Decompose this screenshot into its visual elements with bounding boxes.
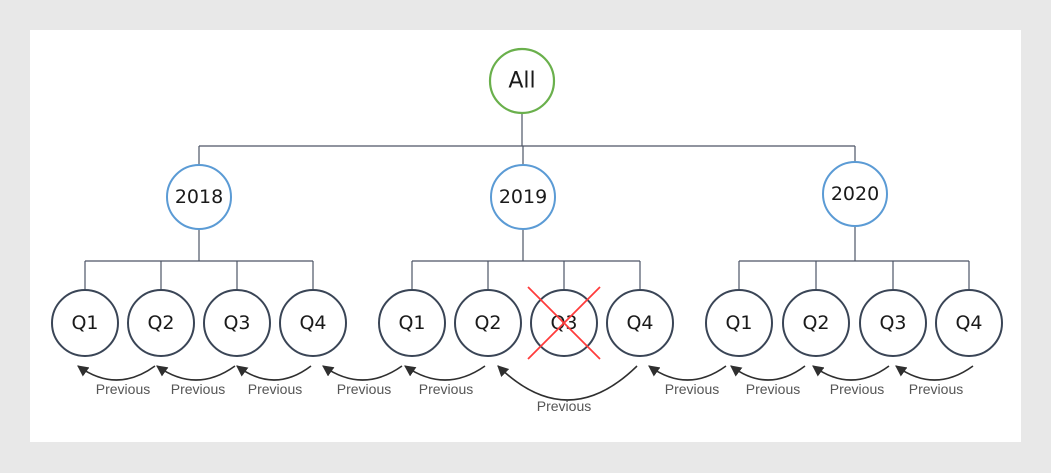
quarter-node-2018-Q1-circle (51, 289, 119, 357)
quarter-node-2019-Q1-circle (378, 289, 446, 357)
previous-arrow (156, 365, 236, 381)
previous-label: Previous (337, 381, 391, 397)
diagram-canvas: All2018Q1Q2Q3Q42019Q1Q2Q3Q42020Q1Q2Q3Q4 … (30, 30, 1021, 442)
root-node-circle (488, 47, 556, 115)
quarter-node-2019-Q4-label: Q4 (626, 312, 653, 334)
year-node-2018-label: 2018 (175, 186, 223, 208)
year-node-2019-label: 2019 (499, 186, 547, 208)
hierarchy-diagram: All2018Q1Q2Q3Q42019Q1Q2Q3Q42020Q1Q2Q3Q4 … (51, 47, 1003, 414)
previous-label: Previous (746, 381, 800, 397)
quarter-node-2018-Q2-circle (127, 289, 195, 357)
connector-lines (84, 113, 970, 290)
previous-arrow (236, 365, 312, 381)
year-node-2019-circle (490, 164, 556, 230)
quarter-node-2018-Q4-circle (279, 289, 347, 357)
previous-arrow (77, 365, 156, 381)
quarter-node-2019-Q2-label: Q2 (474, 312, 501, 334)
quarter-node-2018-Q1-label: Q1 (71, 312, 98, 334)
quarter-node-2019-Q2-circle (454, 289, 522, 357)
quarter-node-2020-Q2-label: Q2 (802, 312, 829, 334)
previous-arrow (730, 365, 806, 381)
previous-arrow (497, 365, 638, 401)
quarter-node-2018-Q4-label: Q4 (299, 312, 326, 334)
year-node-2018-circle (166, 164, 232, 230)
quarter-node-2020-Q2-circle (782, 289, 850, 357)
previous-arrow (404, 365, 486, 381)
previous-label: Previous (665, 381, 719, 397)
excluded-cross-line (527, 286, 601, 360)
previous-label: Previous (537, 398, 591, 414)
quarter-node-2019-Q1-label: Q1 (398, 312, 425, 334)
quarter-node-2020-Q4-label: Q4 (955, 312, 982, 334)
previous-label: Previous (419, 381, 473, 397)
year-node-2020-circle (822, 161, 888, 227)
quarter-node-2020-Q1-circle (705, 289, 773, 357)
previous-label: Previous (248, 381, 302, 397)
previous-arrow (895, 365, 974, 381)
quarter-node-2018-Q3-label: Q3 (223, 312, 250, 334)
previous-label: Previous (171, 381, 225, 397)
quarter-node-2019-Q4-circle (606, 289, 674, 357)
root-node-label: All (508, 69, 535, 94)
previous-label: Previous (909, 381, 963, 397)
previous-arrow (648, 365, 727, 381)
year-node-2020-label: 2020 (831, 183, 879, 205)
quarter-node-2020-Q3-circle (859, 289, 927, 357)
tree-nodes: All2018Q1Q2Q3Q42019Q1Q2Q3Q42020Q1Q2Q3Q4 (51, 47, 1003, 360)
previous-label: Previous (830, 381, 884, 397)
quarter-node-2020-Q4-circle (935, 289, 1003, 357)
quarter-node-2018-Q2-label: Q2 (147, 312, 174, 334)
previous-arrows (77, 365, 974, 401)
previous-label: Previous (96, 381, 150, 397)
quarter-node-2020-Q1-label: Q1 (725, 312, 752, 334)
quarter-node-2018-Q3-circle (203, 289, 271, 357)
previous-arrow (322, 365, 403, 381)
quarter-node-2020-Q3-label: Q3 (879, 312, 906, 334)
previous-arrow (812, 365, 890, 381)
